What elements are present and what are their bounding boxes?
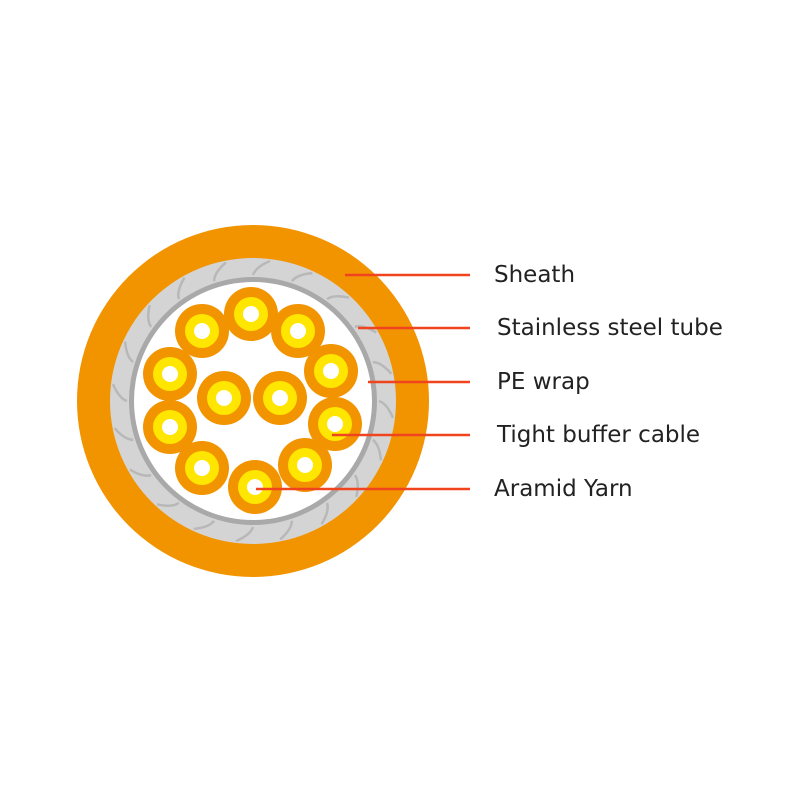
steel-tube-corrugation (279, 520, 294, 541)
label-sheath: Sheath (494, 262, 576, 288)
steel-tube-corrugation (290, 271, 313, 283)
steel-tube-corrugation (113, 427, 134, 442)
steel-tube-corrugation (212, 261, 227, 282)
label-aramid-yarn: Aramid Yarn (494, 476, 633, 502)
tight-buffer-cable (228, 460, 282, 514)
steel-tube-corrugation (320, 502, 329, 525)
label-tight-buffer-cable: Tight buffer cable (497, 422, 701, 448)
tight-buffer-cable (224, 287, 278, 341)
fiber-core (272, 390, 288, 406)
steel-tube-corrugation (251, 259, 271, 276)
steel-tube-corrugation (193, 519, 216, 531)
tight-buffer-cable (175, 304, 229, 358)
leader-lines (256, 273, 470, 491)
tight-buffer-cable (143, 347, 197, 401)
steel-tube-corrugation (378, 399, 395, 419)
fiber-core (243, 306, 259, 322)
tight-buffer-cable (308, 397, 362, 451)
steel-tube-corrugation (123, 341, 135, 364)
steel-tube-corrugation (371, 438, 383, 461)
steel-tube-corrugation (353, 474, 359, 498)
tight-buffer-cables (143, 287, 362, 514)
label-pe-wrap: PE wrap (497, 369, 590, 395)
steel-tube-corrugation (111, 383, 128, 403)
tight-buffer-cable (278, 438, 332, 492)
label-stainless-steel-tube: Stainless steel tube (497, 315, 723, 341)
fiber-core (327, 416, 343, 432)
fiber-core (162, 419, 178, 435)
fiber-core (247, 479, 263, 495)
steel-tube-corrugation (326, 295, 350, 301)
fiber-core (290, 323, 306, 339)
tight-buffer-cable (304, 344, 358, 398)
fiber-core (162, 366, 178, 382)
steel-tube-corrugation (156, 501, 180, 507)
tight-buffer-cable (143, 400, 197, 454)
steel-tube-corrugation (129, 468, 152, 477)
fiber-core (297, 457, 313, 473)
steel-tube-corrugation (147, 304, 153, 328)
tight-buffer-cable (175, 441, 229, 495)
fiber-core (216, 390, 232, 406)
fiber-core (194, 323, 210, 339)
fiber-core (323, 363, 339, 379)
tight-buffer-cable (253, 371, 307, 425)
tight-buffer-cable (197, 371, 251, 425)
steel-tube-corrugation (372, 360, 393, 375)
tight-buffer-cable (271, 304, 325, 358)
fiber-core (194, 460, 210, 476)
steel-tube-corrugation (177, 277, 186, 300)
steel-tube-corrugation (235, 526, 255, 543)
